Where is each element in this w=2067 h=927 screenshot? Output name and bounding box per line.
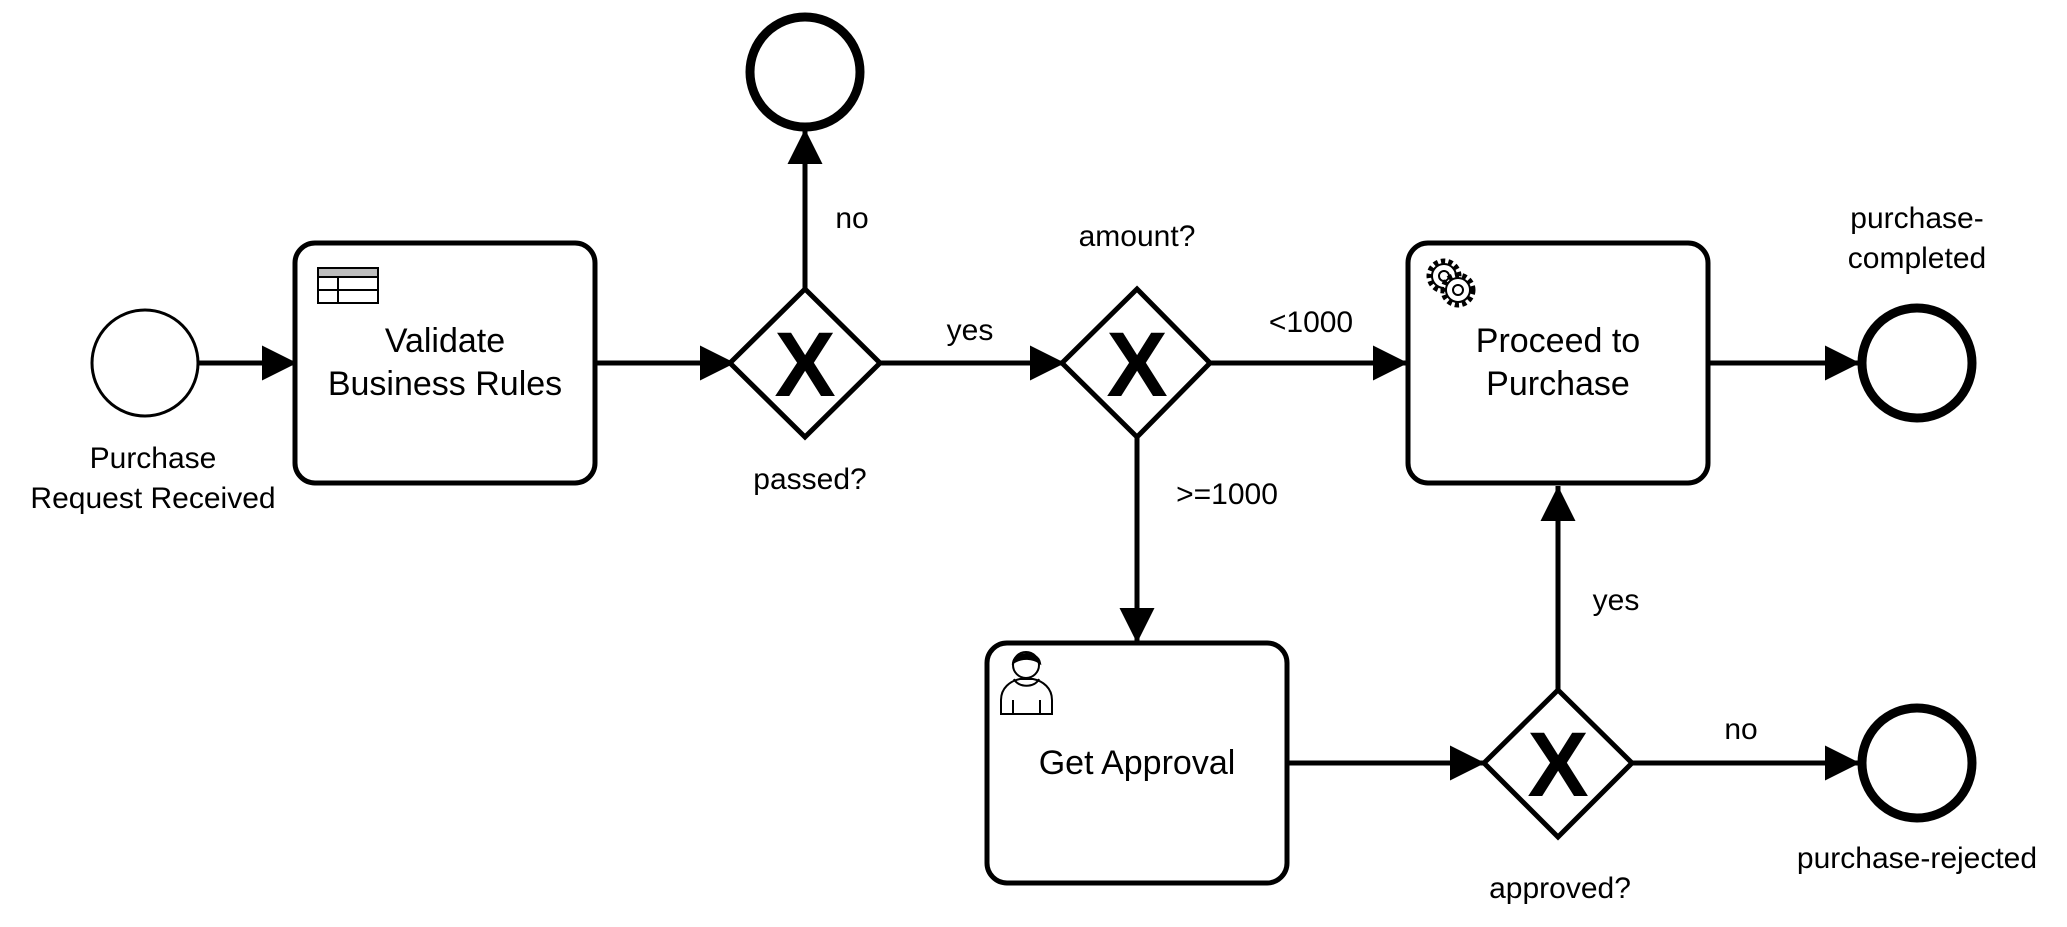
task-validate-label-line1: Validate bbox=[385, 322, 505, 360]
start-event[interactable] bbox=[90, 308, 200, 418]
start-event-label-line2: Request Received bbox=[30, 482, 275, 515]
flow-label-passed-yes: yes bbox=[947, 314, 994, 347]
exclusive-gateway-marker: X bbox=[1106, 314, 1167, 416]
exclusive-gateway-marker: X bbox=[1527, 714, 1588, 816]
end-event-completed-label-line2: completed bbox=[1848, 242, 1986, 275]
business-rule-table-icon bbox=[317, 267, 379, 304]
end-event-completed-label-line1: purchase- bbox=[1850, 202, 1983, 235]
end-event-rejected-label: purchase-rejected bbox=[1797, 842, 2037, 875]
task-proceed-to-purchase[interactable] bbox=[1405, 240, 1711, 486]
exclusive-gateway-marker: X bbox=[774, 314, 835, 416]
end-event-rejected[interactable] bbox=[1857, 703, 1977, 823]
flow-label-approved-yes: yes bbox=[1593, 584, 1640, 617]
gateway-approved-label: approved? bbox=[1489, 872, 1631, 905]
gear-icon bbox=[1426, 258, 1476, 308]
gateway-passed[interactable]: X bbox=[726, 285, 884, 441]
start-event-label-line1: Purchase bbox=[90, 442, 217, 475]
flow-label-amount-gte: >=1000 bbox=[1176, 478, 1278, 511]
task-get-approval[interactable] bbox=[984, 640, 1290, 886]
end-event-validation-failed[interactable] bbox=[745, 12, 865, 132]
gateway-passed-label: passed? bbox=[753, 463, 866, 496]
task-validate-business-rules[interactable] bbox=[292, 240, 598, 486]
gateway-approved[interactable]: X bbox=[1480, 686, 1636, 841]
user-icon bbox=[1000, 651, 1053, 715]
flow-label-passed-no: no bbox=[835, 202, 868, 235]
task-proceed-label-line1: Proceed to bbox=[1476, 322, 1640, 360]
sequence-flows bbox=[198, 129, 1860, 781]
gateway-amount-label: amount? bbox=[1079, 220, 1196, 253]
end-event-completed[interactable] bbox=[1857, 303, 1977, 423]
flow-label-amount-lt: <1000 bbox=[1269, 306, 1353, 339]
task-approval-label: Get Approval bbox=[1039, 744, 1236, 782]
flow-label-approved-no: no bbox=[1724, 713, 1757, 746]
task-proceed-label-line2: Purchase bbox=[1486, 365, 1630, 403]
task-validate-label-line2: Business Rules bbox=[328, 365, 562, 403]
gateway-amount[interactable]: X bbox=[1058, 285, 1214, 441]
